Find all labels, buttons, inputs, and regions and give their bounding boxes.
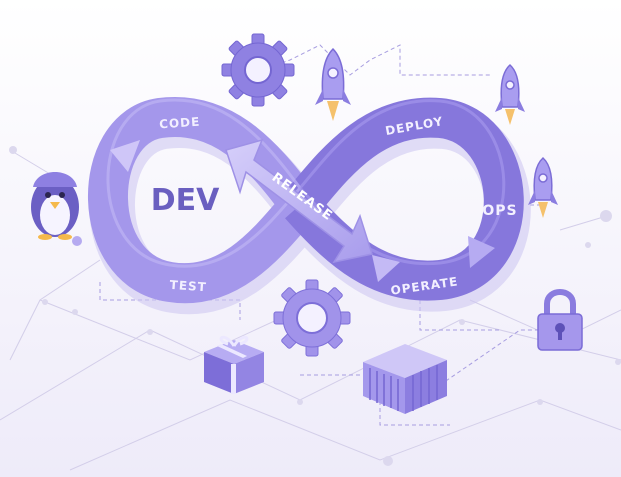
rocket-icon: [528, 156, 558, 218]
loop-arrowhead-right: [468, 236, 495, 268]
side-label-dev: DEV: [151, 183, 220, 218]
loop-arrowhead-bottom: [372, 255, 400, 282]
padlock-icon: [537, 289, 583, 351]
side-label-ops: OPS: [482, 203, 517, 219]
gear-icon: [221, 33, 295, 107]
loop-arrowhead-left: [110, 140, 140, 172]
rocket-icon: [315, 47, 351, 121]
penguin-mascot-icon: [31, 172, 82, 246]
release-arrow: [225, 138, 373, 264]
stage-label-code: CODE: [159, 115, 201, 132]
stage-label-test: TEST: [169, 278, 207, 295]
network-nodes: [9, 146, 621, 466]
gear-icon: [273, 279, 351, 357]
gift-box-icon: [204, 335, 264, 394]
shipping-container-icon: [363, 344, 447, 414]
rocket-icon: [495, 63, 525, 125]
